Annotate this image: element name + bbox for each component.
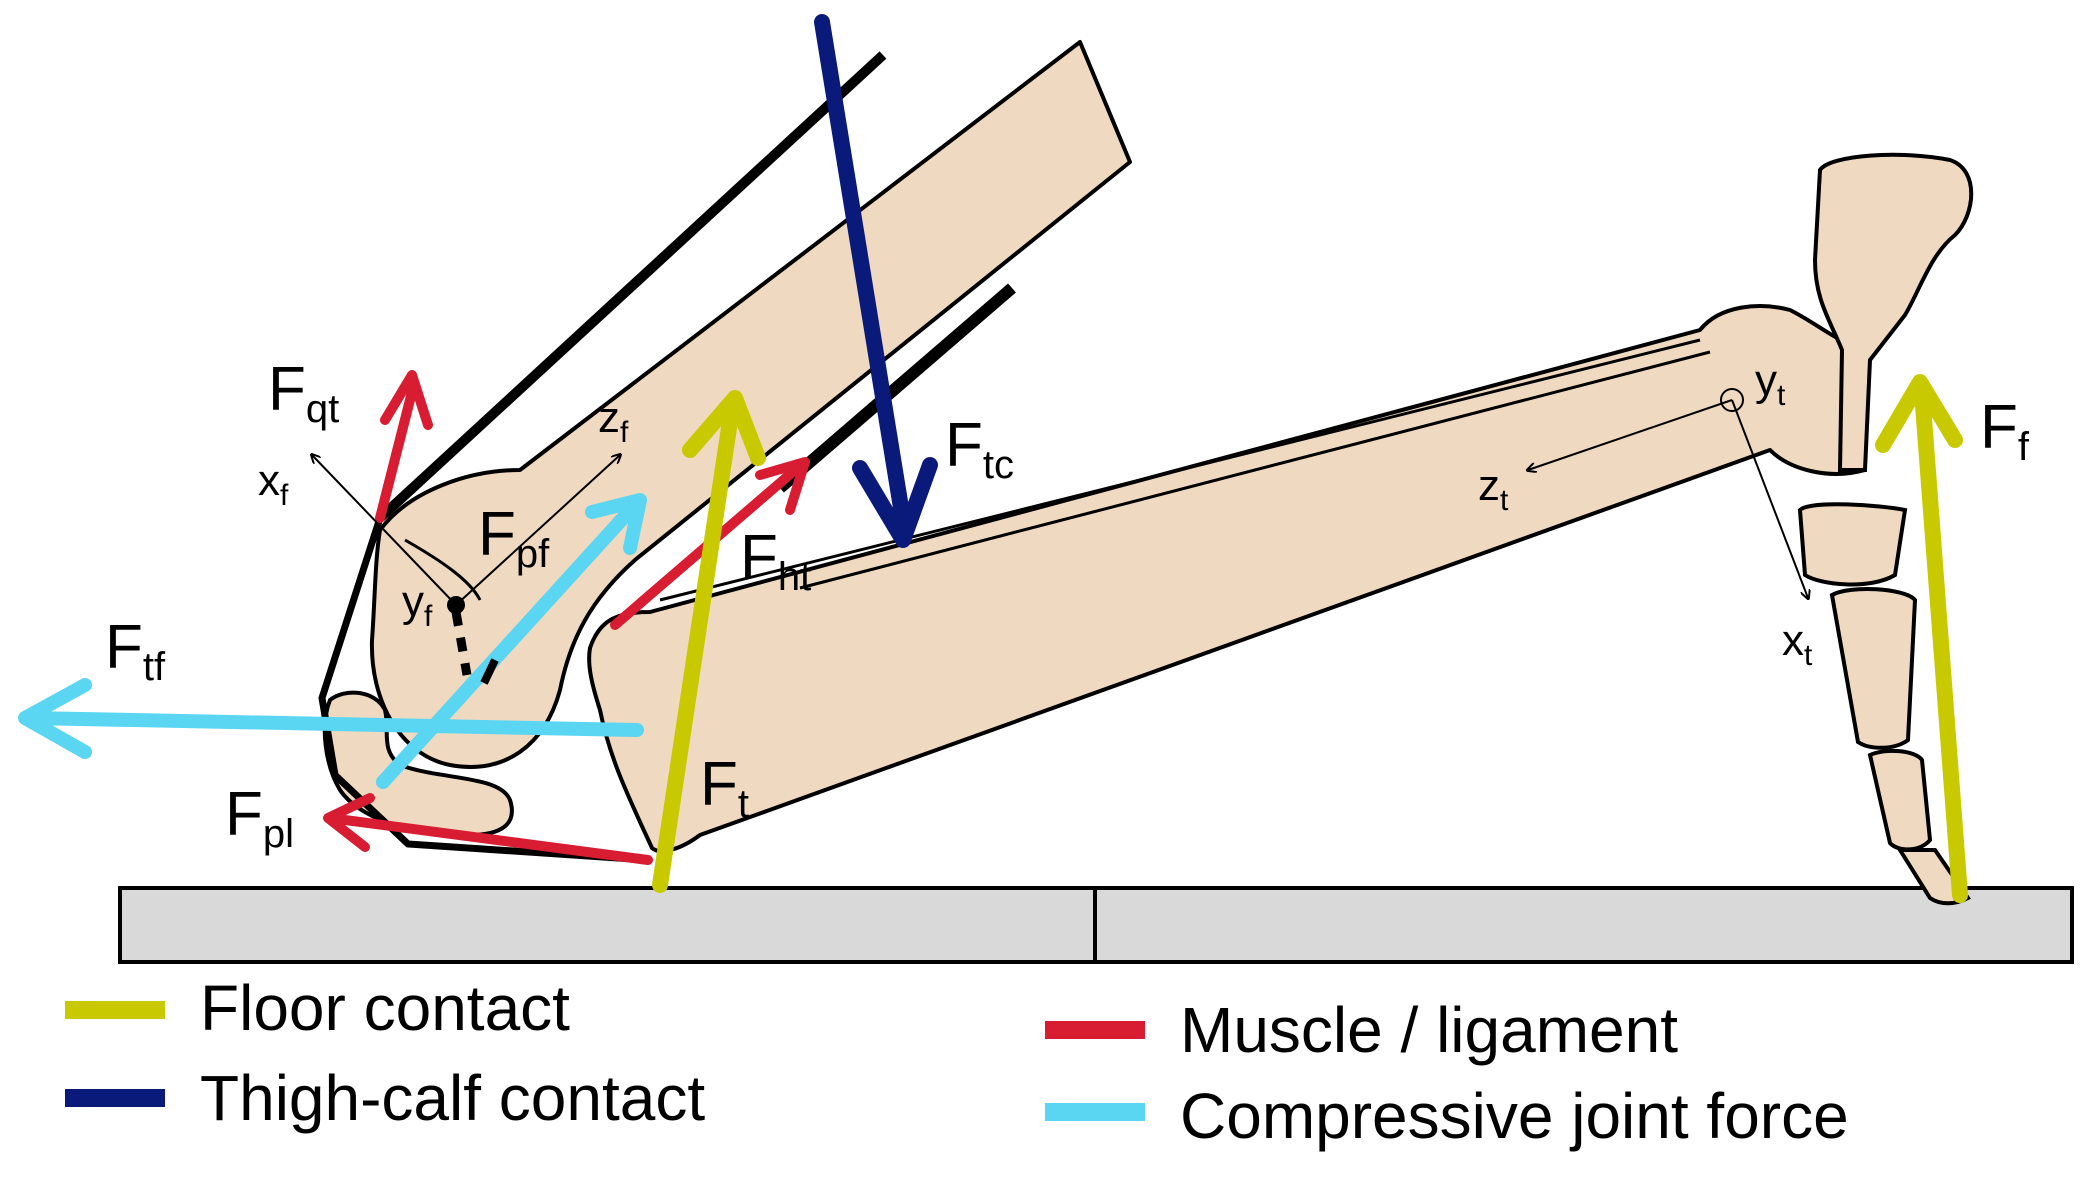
foot-bones	[1797, 152, 1974, 906]
label-xf: xf	[258, 456, 289, 512]
label-fpf: Fpf	[478, 500, 550, 576]
label-yf: yf	[402, 577, 433, 633]
label-ft: Ft	[700, 750, 749, 826]
label-zt: zt	[1478, 461, 1509, 517]
tibia-origin	[1720, 388, 1744, 412]
arrow-fqt	[375, 370, 433, 523]
label-yt: yt	[1755, 356, 1786, 412]
label-zf: zf	[598, 393, 629, 449]
arrow-ff	[1875, 374, 1968, 903]
floor-contact-arrows	[652, 374, 1968, 903]
legend-label-thigh-calf-contact: Thigh-calf contact	[200, 1062, 705, 1134]
arrow-fpf	[376, 493, 647, 789]
compressive-joint-arrows	[18, 493, 647, 789]
legend: Floor contact Thigh-calf contact Muscle …	[65, 972, 1849, 1152]
label-ftc: Ftc	[945, 411, 1014, 487]
label-ff: Ff	[1980, 393, 2030, 469]
tibia-frame	[1528, 388, 1808, 598]
label-ftf: Ftf	[105, 613, 166, 689]
arrow-fpl	[323, 793, 653, 865]
legend-label-compressive-joint-force: Compressive joint force	[1180, 1080, 1849, 1152]
tibia-bone	[587, 304, 1867, 854]
muscle-lines	[318, 51, 1016, 864]
arrow-ftf	[18, 678, 644, 759]
legend-label-muscle-ligament: Muscle / ligament	[1180, 994, 1678, 1066]
arrow-ftc	[814, 14, 938, 548]
label-fqt: Fqt	[268, 355, 339, 431]
label-xt: xt	[1782, 616, 1813, 672]
label-fht: Fht	[740, 523, 811, 599]
floor	[118, 886, 2074, 964]
label-fpl: Fpl	[225, 780, 294, 856]
arrow-ft	[652, 390, 766, 893]
femur-origin	[447, 596, 465, 614]
legend-label-floor-contact: Floor contact	[200, 972, 570, 1044]
thigh-calf-contact-arrow	[814, 14, 938, 548]
femur-frame	[312, 455, 620, 685]
